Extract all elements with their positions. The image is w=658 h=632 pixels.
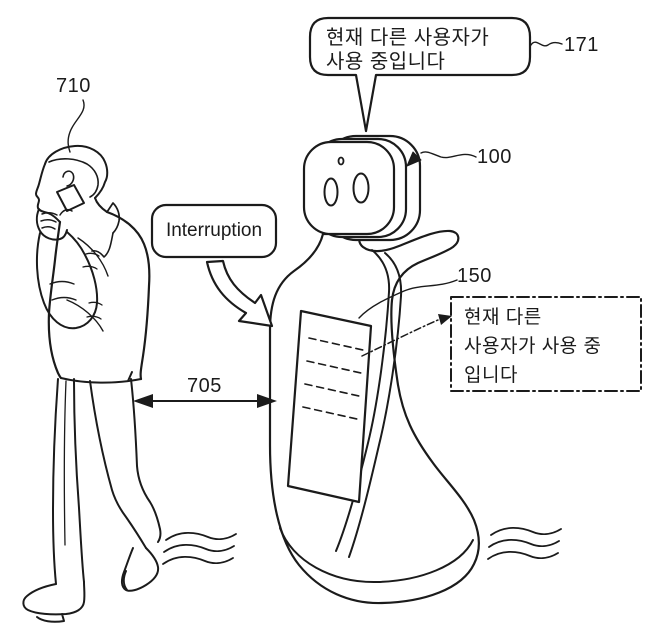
robot-camera-dot bbox=[337, 156, 345, 166]
person-hair-outline bbox=[44, 144, 109, 199]
person-back-shoe bbox=[120, 547, 160, 592]
person-front-outline bbox=[47, 220, 63, 380]
person-jacket-wrinkles bbox=[82, 252, 103, 320]
person-fingers bbox=[40, 211, 58, 230]
person-collar bbox=[106, 202, 121, 234]
person-back-outline bbox=[105, 210, 151, 381]
distance-arrow bbox=[133, 394, 277, 408]
speech-bubble bbox=[308, 16, 532, 133]
ref-710-leader-line bbox=[67, 99, 85, 153]
robot-base-rim bbox=[279, 527, 474, 584]
person-lapel bbox=[91, 232, 114, 258]
person-phone bbox=[56, 184, 85, 212]
person-walking bbox=[22, 144, 162, 623]
robot-screen bbox=[286, 309, 373, 504]
ref-150-label: 150 bbox=[457, 265, 492, 287]
person-sleeve-folds bbox=[49, 280, 77, 301]
screen-message-arrow bbox=[361, 314, 452, 357]
robot-head-face bbox=[302, 140, 396, 236]
ref-100-label: 100 bbox=[477, 146, 512, 168]
ref-150-leader-line bbox=[358, 279, 458, 319]
ref-171-label: 171 bbox=[564, 34, 599, 56]
robot-eye-right bbox=[352, 172, 370, 204]
interruption-label: Interruption bbox=[165, 220, 263, 241]
speech-bubble-line1: 현재 다른 사용자가 bbox=[326, 27, 490, 49]
motion-lines-right bbox=[487, 526, 562, 560]
person-front-shoe bbox=[22, 581, 86, 623]
ref-100-leader-arrow bbox=[406, 151, 477, 167]
robot bbox=[268, 134, 480, 605]
person-hand bbox=[35, 208, 68, 241]
screen-message-box-border bbox=[450, 296, 642, 392]
person-hairline bbox=[48, 158, 99, 198]
screen-message-line1: 현재 다른 bbox=[464, 307, 542, 328]
person-sleeve bbox=[35, 231, 99, 330]
ref-171-leader-line bbox=[530, 41, 563, 47]
person-ear bbox=[62, 170, 75, 187]
person-jacket-hem bbox=[60, 371, 142, 384]
person-back-leg bbox=[89, 378, 162, 549]
screen-message-line2: 사용자가 사용 중 bbox=[464, 336, 602, 357]
person-front-leg bbox=[52, 378, 85, 585]
person-front-leg-crease bbox=[63, 380, 67, 546]
robot-screen-text-lines bbox=[302, 337, 364, 420]
interruption-block-arrow bbox=[205, 259, 274, 328]
robot-eye-left bbox=[323, 177, 339, 207]
speech-bubble-line2: 사용 중입니다 bbox=[326, 51, 446, 73]
ref-705-label: 705 bbox=[187, 375, 222, 397]
ref-710-label: 710 bbox=[56, 75, 91, 97]
person-neck bbox=[94, 197, 108, 213]
robot-strap-line-2 bbox=[348, 252, 403, 558]
interruption-callout-box bbox=[150, 203, 278, 259]
motion-lines-left bbox=[162, 531, 237, 565]
screen-message-box: 현재 다른 사용자가 사용 중 입니다 bbox=[464, 303, 636, 390]
person-thumb bbox=[59, 208, 73, 216]
screen-message-line3: 입니다 bbox=[464, 365, 518, 386]
